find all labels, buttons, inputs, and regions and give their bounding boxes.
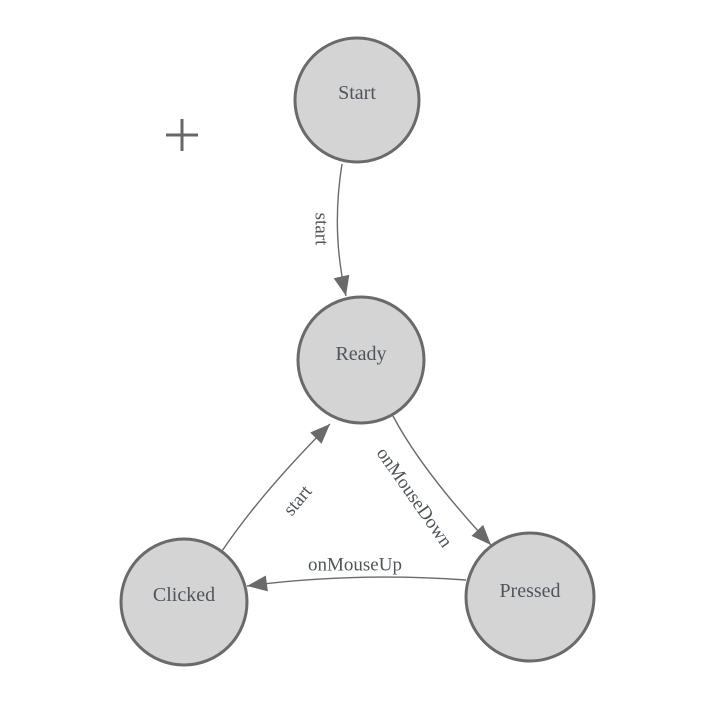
state-circle[interactable] (119, 537, 249, 667)
arrowhead-icon (310, 424, 330, 444)
arrowhead-icon (471, 524, 491, 545)
state-node-ready[interactable]: Ready (296, 295, 426, 425)
edge-label-start-1: start (310, 213, 331, 246)
edge-line[interactable] (246, 576, 467, 587)
edge-line[interactable] (221, 423, 331, 552)
transition-start-to-ready[interactable]: start (310, 163, 353, 298)
transition-pressed-to-clicked[interactable]: onMouseUp (246, 555, 467, 594)
state-circle[interactable] (296, 295, 426, 425)
state-circle[interactable] (293, 36, 421, 164)
arrowhead-icon (247, 575, 268, 592)
transition-ready-to-pressed[interactable]: onMouseDown (372, 415, 497, 552)
state-label-start: Start (338, 82, 376, 104)
state-node-start[interactable]: Start (293, 36, 421, 164)
state-node-clicked[interactable]: Clicked (119, 537, 249, 667)
edge-label-start-2: start (279, 481, 317, 520)
edge-label-onmouseup: onMouseUp (308, 555, 402, 576)
state-label-clicked: Clicked (153, 584, 215, 606)
edge-label-onmousedown: onMouseDown (372, 444, 457, 552)
state-label-pressed: Pressed (499, 580, 560, 602)
transition-clicked-to-ready[interactable]: start (221, 418, 336, 552)
edge-line[interactable] (392, 415, 492, 546)
state-circle[interactable] (464, 531, 596, 663)
crosshair-icon (166, 119, 198, 151)
state-label-ready: Ready (335, 343, 386, 365)
state-node-pressed[interactable]: Pressed (464, 531, 596, 663)
arrowhead-icon (333, 274, 350, 296)
